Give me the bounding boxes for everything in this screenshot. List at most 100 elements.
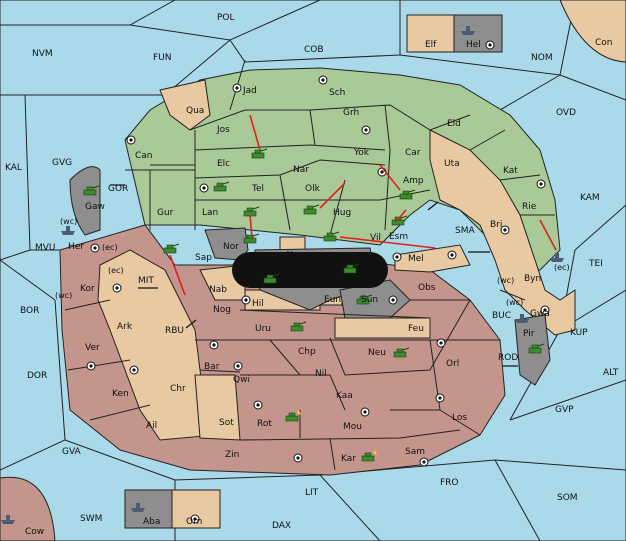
land-label-obs: Obs — [418, 283, 436, 293]
fleet-unit-icon — [461, 26, 475, 35]
move-order-arrow-icon — [319, 182, 346, 209]
coast-tag: (ec) — [554, 263, 570, 272]
land-label-los: Los — [452, 413, 467, 423]
move-order-arrow-icon — [249, 114, 261, 151]
army-unit-icon — [361, 450, 377, 462]
land-label-nil: Nil — [315, 369, 327, 379]
convoy-link-icon — [427, 201, 439, 211]
region-elf[interactable] — [406, 14, 455, 53]
army-unit-icon — [303, 204, 320, 215]
supply-center-icon — [360, 407, 370, 417]
move-order-arrow-icon — [169, 254, 186, 296]
land-label-bri: Bri — [490, 220, 502, 230]
coast-tag: (wc) — [497, 276, 514, 285]
coast-tag: (wc) — [60, 217, 77, 226]
sea-label-gvg: GVG — [52, 158, 72, 168]
sea-label-fun: FUN — [153, 53, 172, 63]
region-qua[interactable] — [159, 79, 211, 131]
sea-label-pol: POL — [217, 13, 235, 23]
army-unit-icon — [263, 273, 280, 284]
move-order-arrow-icon — [395, 209, 407, 223]
army-units[interactable] — [83, 148, 545, 462]
supply-center-icon — [126, 135, 136, 145]
fleet-unit-icon — [515, 314, 529, 323]
army-unit-icon — [243, 233, 260, 244]
land-label-nab: Nab — [209, 285, 227, 295]
land-label-jos: Jos — [216, 125, 230, 135]
land-label-neu: Neu — [368, 348, 386, 358]
sea-label-rod: ROD — [498, 353, 518, 363]
supply-center-icon — [209, 340, 219, 350]
sea-label-tei: TEI — [588, 259, 603, 269]
land-label-hel: Hel — [466, 40, 481, 50]
sea-label-dax: DAX — [272, 521, 291, 531]
supply-center-icon — [419, 457, 429, 467]
land-label-ver: Ver — [85, 343, 100, 353]
move-order-arrow-icon — [339, 236, 436, 249]
region-feu[interactable] — [334, 317, 431, 339]
army-unit-icon — [343, 263, 360, 274]
land-label-kor: Kor — [80, 284, 95, 294]
land-label-eun: Eun — [324, 295, 341, 305]
army-unit-icon — [528, 343, 545, 354]
land-label-tel: Tel — [251, 184, 264, 194]
land-label-pir: Pir — [523, 329, 535, 339]
supply-center-icon — [199, 183, 209, 193]
supply-center-icon — [447, 250, 457, 260]
sea-label-mvu: MVU — [35, 243, 56, 253]
supply-center-icon — [318, 75, 328, 85]
land-label-gaw: Gaw — [85, 202, 105, 212]
land-label-feu: Feu — [408, 324, 424, 334]
land-label-olk: Olk — [305, 184, 321, 194]
land-label-ost: Ost — [316, 257, 332, 267]
supply-center-icon — [241, 295, 251, 305]
land-label-elf: Elf — [425, 40, 437, 50]
land-label-lan: Lan — [202, 208, 218, 218]
supply-center-icon — [112, 283, 122, 293]
sea-label-bor: BOR — [20, 306, 39, 316]
land-label-sam: Sam — [405, 447, 425, 457]
sea-label-swm: SWM — [80, 514, 102, 524]
land-label-chr: Chr — [170, 384, 186, 394]
fleet-units[interactable] — [1, 26, 564, 524]
coast-tag: (ec) — [102, 243, 118, 252]
fleet-unit-icon — [61, 226, 75, 235]
supply-center-icon — [540, 305, 550, 315]
land-label-kar: Kar — [341, 454, 356, 464]
land-label-sch: Sch — [329, 88, 345, 98]
land-label-ail: Ail — [146, 421, 157, 431]
army-unit-icon — [393, 347, 410, 358]
supply-center-icon — [536, 179, 546, 189]
army-unit-icon — [213, 181, 230, 192]
fleet-unit-icon — [1, 515, 15, 524]
move-orders — [169, 114, 557, 296]
sea-label-buc: BUC — [492, 311, 511, 321]
land-label-car: Car — [405, 148, 421, 158]
army-unit-icon — [163, 243, 180, 254]
land-label-mel: Mel — [408, 254, 424, 264]
land-label-kat: Kat — [503, 166, 518, 176]
region-gaw[interactable] — [69, 166, 101, 236]
land-label-skr: Skr — [285, 251, 300, 261]
land-label-hug: Hug — [333, 208, 351, 218]
supply-center-icon — [500, 225, 510, 235]
land-label-rot: Rot — [257, 419, 272, 429]
sea-label-con: Con — [595, 38, 613, 48]
move-order-arrow-icon — [539, 219, 557, 251]
land-label-hil: Hil — [252, 299, 264, 309]
fleet-unit-icon — [550, 253, 564, 262]
land-label-grh: Grh — [343, 108, 359, 118]
supply-center-icon — [388, 295, 398, 305]
sea-label-kal: KAL — [5, 163, 22, 173]
land-label-her: Her — [68, 242, 84, 252]
supply-center-icon — [436, 338, 446, 348]
supply-center-icon — [392, 252, 402, 262]
central-lake — [232, 252, 388, 288]
land-label-sun: Sun — [361, 295, 378, 305]
convoy-links — [110, 184, 518, 367]
land-label-gur: Gur — [157, 208, 174, 218]
land-label-uru: Uru — [255, 324, 271, 334]
land-label-vil: Vil — [370, 233, 381, 243]
supply-center-icon — [86, 361, 96, 371]
